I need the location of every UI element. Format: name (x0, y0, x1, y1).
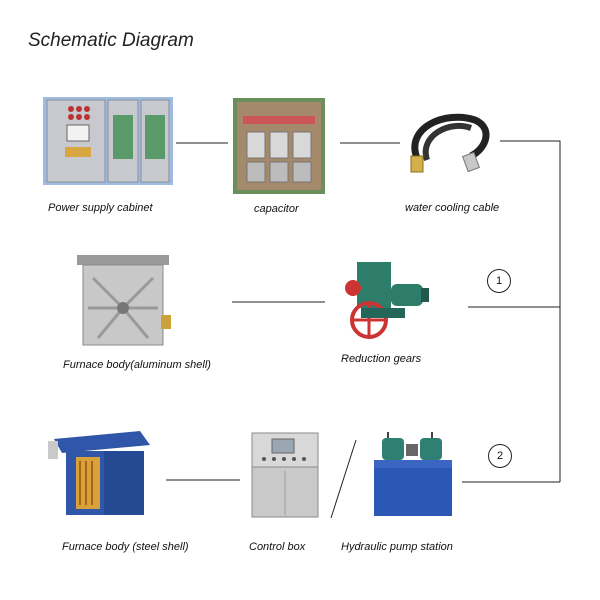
water-cooling-cable-image (410, 113, 490, 173)
water-cooling-cable-label: water cooling cable (405, 202, 500, 214)
diagram-title: Schematic Diagram (28, 30, 194, 51)
marker-2: 2 (488, 444, 512, 468)
furnace-steel-image (48, 431, 150, 515)
capacitor-image (233, 98, 325, 194)
power-supply-cabinet-label: Power supply cabinet (48, 202, 153, 214)
reduction-gears-label: Reduction gears (341, 353, 422, 365)
hydraulic-pump-image (374, 432, 452, 516)
furnace-aluminum-label: Furnace body(aluminum shell) (63, 359, 211, 371)
line-control-pump (330, 439, 357, 519)
power-supply-cabinet-image (43, 97, 173, 185)
marker-1: 1 (487, 269, 511, 293)
control-box-label: Control box (249, 541, 306, 553)
hydraulic-pump-label: Hydraulic pump station (341, 541, 453, 553)
furnace-aluminum-image (77, 255, 171, 346)
line-cable-bus (500, 140, 561, 482)
control-box-image (251, 432, 319, 518)
capacitor-label: capacitor (254, 203, 299, 215)
furnace-steel-label: Furnace body (steel shell) (62, 541, 189, 553)
reduction-gears-image (345, 262, 429, 339)
